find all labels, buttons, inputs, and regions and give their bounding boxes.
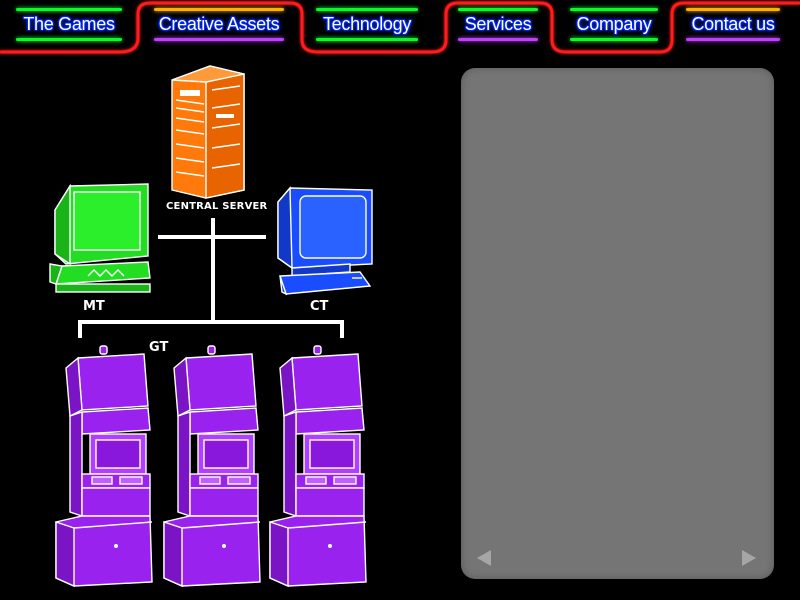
nav-bottom-bar [458, 38, 538, 41]
nav-label: The Games [23, 13, 115, 34]
nav-label: Contact us [691, 13, 775, 34]
nav-top-bar [570, 8, 658, 11]
content-panel [461, 68, 774, 579]
nav-company[interactable]: Company [562, 2, 666, 46]
nav-top-bar [154, 8, 284, 11]
nav-label: Creative Assets [158, 13, 280, 34]
nav-bottom-bar [570, 38, 658, 41]
crt-monitor-icon [277, 186, 373, 296]
slot-machine-icon [269, 345, 367, 588]
monitor-terminal-icon [49, 183, 151, 293]
network-diagram: CENTRAL SERVER MT CT GT [0, 58, 440, 600]
nav-creative-assets[interactable]: Creative Assets [146, 2, 292, 46]
nav-top-bar [316, 8, 418, 11]
nav-bottom-bar [154, 38, 284, 41]
central-server-label: CENTRAL SERVER [166, 201, 268, 212]
connection-lines [78, 218, 344, 338]
network-diagram-graphic [49, 65, 373, 588]
server-tower-icon [171, 65, 245, 199]
nav-bottom-bar [316, 38, 418, 41]
nav-the-games[interactable]: The Games [8, 2, 130, 46]
slot-machine-icon [163, 345, 261, 588]
arrow-left-icon [477, 550, 491, 566]
nav-contact-us[interactable]: Contact us [678, 2, 788, 46]
ct-label: CT [310, 299, 329, 314]
nav-top-bar [16, 8, 122, 11]
nav-neon-frame [0, 1, 800, 54]
nav-top-bar [458, 8, 538, 11]
arrow-right-icon [742, 550, 756, 566]
gt-label: GT [149, 340, 169, 355]
nav-label: Technology [322, 13, 412, 34]
main-navigation: The Games Creative Assets Technology Ser… [0, 0, 800, 58]
previous-button[interactable] [473, 547, 495, 569]
nav-label: Company [576, 13, 652, 34]
nav-bottom-bar [16, 38, 122, 41]
mt-label: MT [83, 299, 105, 314]
next-button[interactable] [738, 547, 760, 569]
slot-machine-icon [55, 345, 153, 588]
nav-label: Services [464, 13, 532, 34]
nav-top-bar [686, 8, 780, 11]
nav-bottom-bar [686, 38, 780, 41]
nav-technology[interactable]: Technology [308, 2, 426, 46]
nav-services[interactable]: Services [450, 2, 546, 46]
